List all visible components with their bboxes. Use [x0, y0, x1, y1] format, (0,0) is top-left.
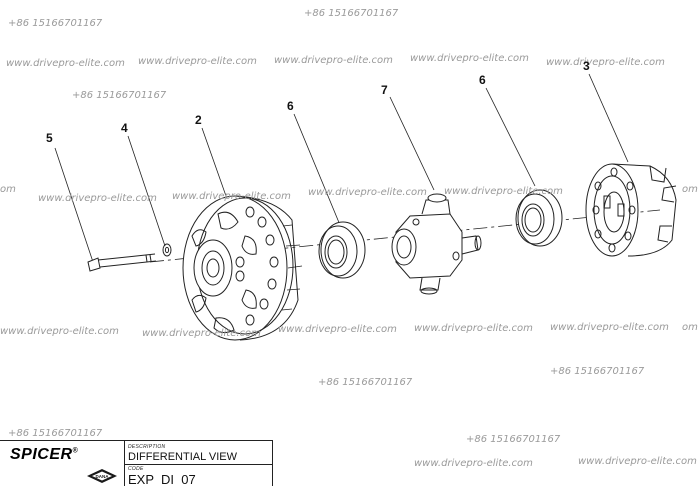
spider-cross-part-7	[391, 193, 482, 295]
watermark-phone: +86 15166701167	[8, 428, 103, 439]
watermark-site: www.drivepro-elite.com	[172, 191, 291, 202]
watermark-site: www.drivepro-elite.com	[546, 57, 665, 68]
brand-name: SPICER	[10, 446, 73, 463]
watermark-phone: +86 15166701167	[8, 18, 103, 29]
watermark-site: www.drivepro-elite.com	[274, 55, 393, 66]
watermark-site-cut: om	[682, 322, 698, 333]
watermark-phone: +86 15166701167	[318, 377, 413, 388]
watermark-site: www.drivepro-elite.com	[578, 456, 697, 467]
watermark-site: www.drivepro-elite.com	[444, 186, 563, 197]
registered-mark: ®	[72, 447, 79, 455]
watermark-site: www.drivepro-elite.com	[6, 58, 125, 69]
watermark-site: www.drivepro-elite.com	[414, 323, 533, 334]
leader-lines	[54, 73, 629, 263]
watermark-site: www.drivepro-elite.com	[138, 56, 257, 67]
watermark-phone: +86 15166701167	[72, 90, 167, 101]
callout-bolt: 5	[46, 131, 53, 145]
watermark-site: www.drivepro-elite.com	[0, 326, 119, 337]
left-case-part-2	[182, 195, 303, 341]
code-value: EXP DI 07	[128, 472, 196, 486]
side-gear-right-part-6	[515, 189, 563, 247]
dana-badge-icon: DANA	[87, 469, 117, 483]
badge-text: DANA	[96, 474, 110, 479]
washer-part-4	[162, 243, 172, 257]
watermark-site-cut: om	[682, 184, 698, 195]
callout-left-case: 2	[195, 113, 202, 127]
callout-side-gear-right: 6	[479, 73, 486, 87]
description-value: DIFFERENTIAL VIEW	[128, 451, 237, 463]
watermark-phone: +86 15166701167	[466, 434, 561, 445]
title-block: SPICER® DANA DESCRIPTION DIFFERENTIAL VI…	[0, 440, 273, 486]
side-gear-left-part-6	[318, 221, 366, 279]
watermark-site: www.drivepro-elite.com	[142, 328, 261, 339]
watermark-site-cut: om	[0, 184, 16, 195]
spicer-logo: SPICER®	[10, 446, 78, 464]
watermark-site: www.drivepro-elite.com	[38, 193, 157, 204]
watermark-site: www.drivepro-elite.com	[414, 458, 533, 469]
watermark-site: www.drivepro-elite.com	[308, 187, 427, 198]
title-divider-vertical	[124, 441, 125, 486]
watermark-phone: +86 15166701167	[304, 8, 399, 19]
callout-washer: 4	[121, 121, 128, 135]
code-label: CODE	[128, 466, 144, 472]
callout-right-case: 3	[583, 59, 590, 73]
watermark-site: www.drivepro-elite.com	[410, 53, 529, 64]
callout-spider-cross: 7	[381, 83, 388, 97]
bolt-part-5	[87, 253, 157, 272]
watermark-site: www.drivepro-elite.com	[278, 324, 397, 335]
title-divider-horizontal	[124, 464, 272, 465]
description-label: DESCRIPTION	[128, 444, 166, 450]
right-case-part-3	[585, 163, 677, 257]
callout-side-gear-left: 6	[287, 99, 294, 113]
watermark-site: www.drivepro-elite.com	[550, 322, 669, 333]
watermark-phone: +86 15166701167	[550, 366, 645, 377]
